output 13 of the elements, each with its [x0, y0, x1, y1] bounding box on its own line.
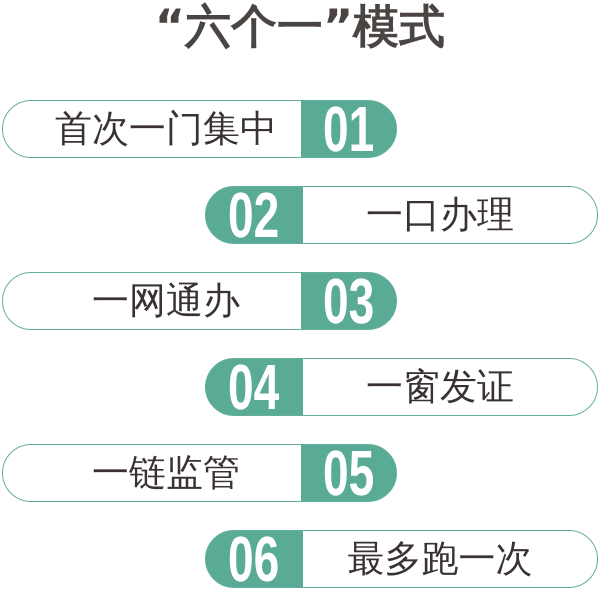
- step-number: 01: [322, 104, 374, 154]
- step-number: 04: [228, 362, 280, 412]
- step-label: 一网通办: [92, 279, 240, 323]
- step-label: 最多跑一次: [348, 537, 532, 581]
- step-label: 首次一门集中: [55, 107, 277, 151]
- step-label: 一窗发证: [366, 365, 514, 409]
- step-label: 一口办理: [366, 193, 514, 237]
- step-number: 06: [228, 534, 280, 584]
- diagram-title: “六个一”模式: [154, 0, 446, 52]
- step-number: 02: [228, 190, 280, 240]
- step-number: 05: [322, 448, 374, 498]
- step-number: 03: [322, 276, 374, 326]
- step-label: 一链监管: [92, 451, 240, 495]
